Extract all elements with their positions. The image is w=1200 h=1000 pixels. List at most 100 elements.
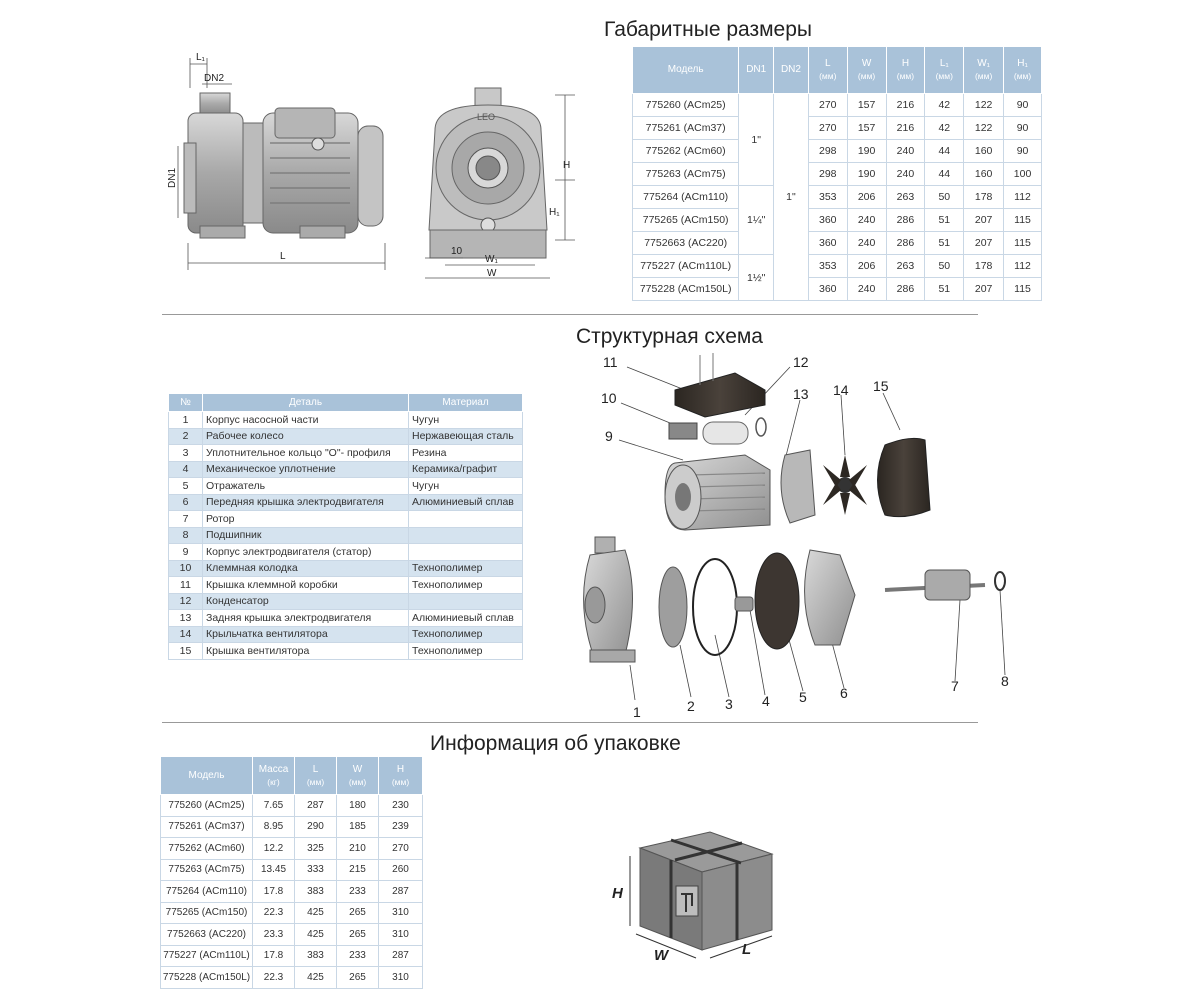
part-material: [408, 592, 523, 610]
pack-model: 775260 (ACm25): [160, 794, 253, 817]
callout-12: 12: [793, 354, 809, 370]
structure-title: Структурная схема: [576, 325, 763, 348]
pack-mass: 22.3: [252, 966, 295, 989]
pack-w: 265: [336, 901, 379, 924]
part-material: [408, 510, 523, 528]
divider: [162, 722, 978, 723]
part-material: Алюминиевый сплав: [408, 493, 523, 511]
part-name: Корпус электродвигателя (статор): [202, 543, 409, 561]
dn1-group: 1¼": [738, 185, 775, 255]
part-material: Технополимер: [408, 642, 523, 660]
callout-15: 15: [873, 378, 889, 394]
package-box-illustration: H W L: [612, 831, 774, 964]
col-l: L(мм): [294, 756, 337, 795]
pack-w: 210: [336, 837, 379, 860]
packaging-title: Информация об упаковке: [430, 732, 681, 755]
pack-mass: 12.2: [252, 837, 295, 860]
h1-label: H₁: [549, 207, 560, 218]
part-name: Крышка вентилятора: [202, 642, 409, 660]
pack-l: 383: [294, 880, 337, 903]
part-material: Резина: [408, 444, 523, 462]
callout-2: 2: [687, 698, 695, 714]
col-w: W(мм): [846, 46, 887, 94]
pack-model: 775265 (ACm150): [160, 901, 253, 924]
pack-h: 239: [378, 815, 423, 838]
col-model: Модель: [631, 46, 740, 94]
part-number: 5: [168, 477, 203, 495]
callout-1: 1: [633, 704, 641, 720]
pack-w: 233: [336, 880, 379, 903]
pack-h: 270: [378, 837, 423, 860]
callout-14: 14: [833, 382, 849, 398]
col-w1: W₁(мм): [963, 46, 1005, 94]
divider: [162, 314, 978, 315]
pump-front-view-drawing: LEO H H₁ 10 W₁ W: [425, 87, 575, 279]
col-part: Деталь: [202, 393, 409, 412]
pack-h: 260: [378, 858, 423, 881]
callout-11: 11: [603, 354, 618, 370]
callout-3: 3: [725, 696, 733, 712]
part-material: Алюминиевый сплав: [408, 609, 523, 627]
part-name: Механическое уплотнение: [202, 460, 409, 478]
part-number: 11: [168, 576, 203, 594]
pack-model: 775263 (ACm75): [160, 858, 253, 881]
part-name: Корпус насосной части: [202, 411, 409, 429]
col-material: Материал: [408, 393, 523, 412]
dimensions-title: Габаритные размеры: [604, 18, 812, 41]
part-name: Рабочее колесо: [202, 427, 409, 445]
part-material: Нержавеющая сталь: [408, 427, 523, 445]
part-name: Задняя крышка электродвигателя: [202, 609, 409, 627]
col-h: H(мм): [885, 46, 926, 94]
pack-model: 775228 (ACm150L): [160, 966, 253, 989]
packaging-table: Модель Масса(кг) L(мм) W(мм) H(мм) 77526…: [160, 756, 423, 989]
pack-l: 425: [294, 923, 337, 946]
part-name: Отражатель: [202, 477, 409, 495]
pack-w: 265: [336, 966, 379, 989]
part-name: Подшипник: [202, 526, 409, 544]
part-name: Крышка клеммной коробки: [202, 576, 409, 594]
part-number: 3: [168, 444, 203, 462]
part-number: 4: [168, 460, 203, 478]
pack-h: 230: [378, 794, 423, 817]
col-l1: L₁(мм): [924, 46, 965, 94]
pack-model: 775264 (ACm110): [160, 880, 253, 903]
pack-mass: 8.95: [252, 815, 295, 838]
dn1-group: 1½": [738, 254, 775, 301]
pack-w: 215: [336, 858, 379, 881]
part-material: Чугун: [408, 477, 523, 495]
ten-label: 10: [451, 246, 463, 257]
box-l-label: L: [742, 941, 751, 958]
box-h-label: H: [612, 885, 624, 902]
dimensions-header-row: Модель DN1 DN2 L(мм) W(мм) H(мм) L₁(мм) …: [631, 46, 1042, 94]
part-number: 2: [168, 427, 203, 445]
pack-h: 310: [378, 966, 423, 989]
callout-9: 9: [605, 428, 613, 444]
pack-l: 333: [294, 858, 337, 881]
callout-4: 4: [762, 693, 770, 709]
callout-7: 7: [951, 678, 959, 694]
col-model: Модель: [160, 756, 253, 795]
pack-h: 287: [378, 880, 423, 903]
pack-w: 185: [336, 815, 379, 838]
pack-w: 180: [336, 794, 379, 817]
pack-model: 7752663 (AC220): [160, 923, 253, 946]
dn2-value: 1": [773, 93, 809, 301]
part-material: [408, 543, 523, 561]
part-material: Керамика/графит: [408, 460, 523, 478]
callout-8: 8: [1001, 673, 1009, 689]
part-name: Уплотнительное кольцо "O"- профиля: [202, 444, 409, 462]
